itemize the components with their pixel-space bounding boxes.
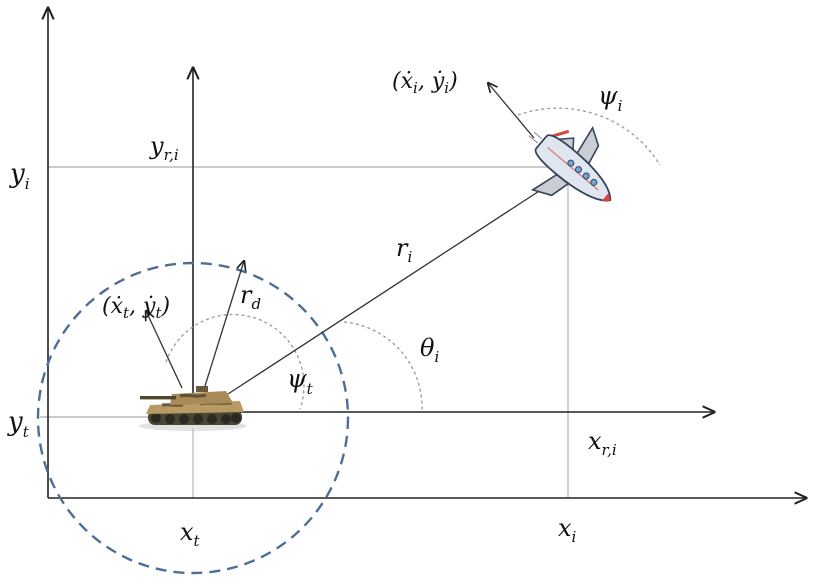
- airplane-icon: [528, 125, 612, 202]
- psi-t-arc: [165, 313, 305, 410]
- x-t-label: xt: [180, 518, 201, 550]
- y-ri-label: yr,i: [149, 132, 179, 164]
- psi-t-label: ψt: [287, 364, 314, 398]
- y-t-label: yt: [7, 407, 30, 441]
- target-velocity-arrow: [146, 311, 183, 389]
- interceptor-velocity-label: (ẋi, ẏi): [392, 69, 458, 97]
- tank-icon: [139, 386, 247, 431]
- x-i-label: xi: [558, 514, 577, 546]
- r-d-label: rd: [240, 281, 261, 313]
- range-vector-line: [227, 181, 554, 395]
- x-ri-label: xr,i: [588, 427, 617, 459]
- theta-i-arc: [343, 321, 423, 412]
- psi-i-label: ψi: [598, 81, 623, 115]
- detection-radius-circle: [36, 261, 350, 575]
- interceptor-velocity-arrow: [488, 83, 535, 139]
- y-i-label: yi: [9, 159, 30, 193]
- theta-i-label: θi: [420, 334, 439, 366]
- rd-vector-arrow: [204, 261, 244, 387]
- target-velocity-label: (ẋt, ẏt): [102, 294, 170, 322]
- r-i-label: ri: [396, 234, 412, 266]
